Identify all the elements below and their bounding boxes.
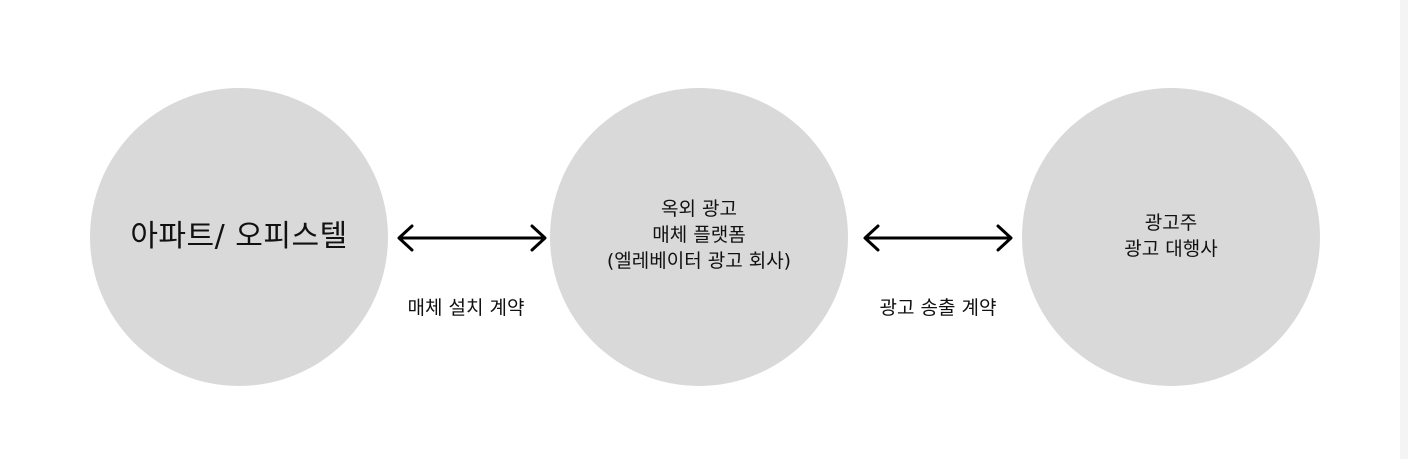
bidirectional-arrow-icon (397, 224, 547, 252)
right-edge-strip (1400, 0, 1408, 459)
node-label-line: 광고 대행사 (1124, 238, 1218, 260)
node-label-line: 매체 플랫폼 (652, 224, 746, 246)
node-label-line: 옥외 광고 (661, 198, 737, 220)
node-label-group: 광고주 광고 대행사 (1124, 210, 1217, 262)
node-apartment-officetel: 아파트/ 오피스텔 (90, 88, 388, 386)
node-label-line: (엘레베이터 광고 회사) (606, 250, 792, 272)
edge-label-ad-broadcast: 광고 송출 계약 (879, 297, 997, 319)
node-outdoor-ad-platform: 옥외 광고 매체 플랫폼 (엘레베이터 광고 회사) (550, 88, 848, 386)
bidirectional-arrow-icon (863, 224, 1013, 252)
node-label-line: 아파트/ 오피스텔 (130, 219, 348, 254)
node-label-group: 아파트/ 오피스텔 (130, 219, 347, 255)
edge-label-media-installation: 매체 설치 계약 (407, 297, 525, 319)
node-advertiser-agency: 광고주 광고 대행사 (1022, 88, 1320, 386)
node-label-group: 옥외 광고 매체 플랫폼 (엘레베이터 광고 회사) (607, 196, 791, 274)
node-label-line: 광고주 (1144, 212, 1198, 234)
